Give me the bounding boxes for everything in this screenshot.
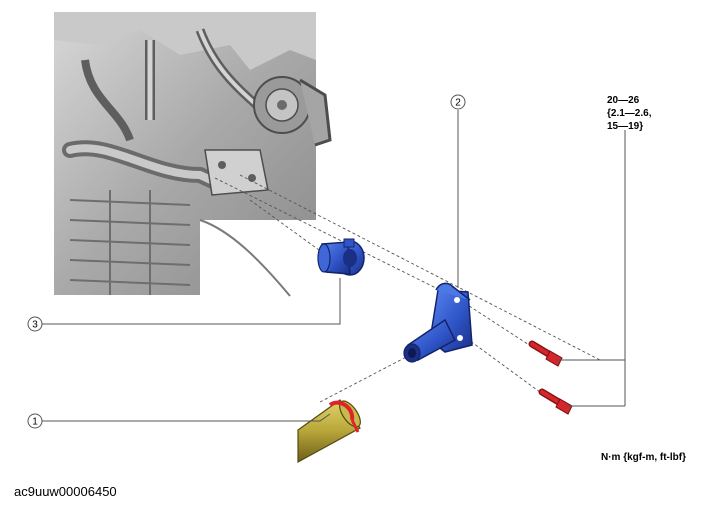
image-code: ac9uuw00006450 xyxy=(14,484,117,499)
water-hose-part xyxy=(297,399,361,464)
leader-lines xyxy=(42,110,626,422)
callout-3: 3 xyxy=(27,316,43,332)
unit-note: N·m {kgf-m, ft-lbf} xyxy=(601,452,686,463)
svg-text:2: 2 xyxy=(455,98,461,109)
bolt-upper xyxy=(528,340,563,367)
assembly-guide-lines xyxy=(214,174,601,403)
svg-text:1: 1 xyxy=(32,417,38,428)
engine-illustration xyxy=(54,12,332,297)
water-outlet-part xyxy=(403,282,473,363)
torque-spec-label: 20—26 {2.1—2.6, 15—19} xyxy=(607,94,651,133)
thermostat-part xyxy=(317,238,365,276)
callout-2: 2 xyxy=(450,94,466,110)
callout-1: 1 xyxy=(27,413,43,429)
svg-text:3: 3 xyxy=(32,320,38,331)
bolt-lower xyxy=(538,388,573,415)
torque-spec-line-1: 20—26 xyxy=(607,95,640,106)
torque-spec-line-2: {2.1—2.6, xyxy=(607,108,652,119)
torque-spec-line-3: 15—19} xyxy=(607,121,644,132)
